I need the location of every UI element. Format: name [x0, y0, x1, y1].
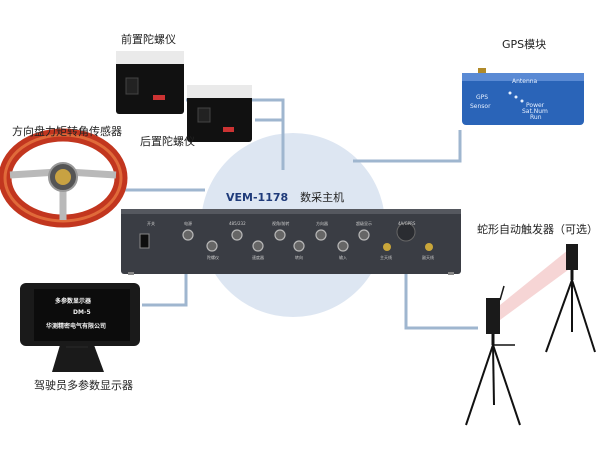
panel-label-485: 485/232: [229, 221, 246, 226]
panel-label-speed: 速度器: [252, 254, 264, 260]
gps-status-power: Power: [526, 102, 545, 109]
panel-label-angle: 视角/前转: [272, 220, 289, 226]
display-screen-line2: DM-5: [73, 309, 91, 316]
gps-text-line1: GPS: [476, 94, 488, 101]
trigger-beam: [500, 250, 568, 320]
panel-label-4a: 4A/GPRS: [398, 221, 416, 226]
gps-module-device: Antenna GPS Sensor Power Sat.Num Run: [462, 68, 584, 125]
panel-label-steer: 方向器: [316, 220, 328, 226]
panel-label-gyro: 陀螺仪: [207, 254, 219, 260]
label-front-gyro: 前置陀螺仪: [121, 33, 176, 46]
gps-text-line2: Sensor: [470, 103, 491, 110]
trigger-tripod-left: [465, 285, 521, 426]
line-gps: [353, 130, 462, 163]
panel-label-power: 电源: [184, 220, 192, 226]
trigger-tripod-right: [545, 244, 596, 353]
panel-label-main-antenna: 主天线: [380, 254, 392, 260]
label-gps-module: GPS模块: [502, 38, 547, 51]
label-steering-sensor: 方向盘力矩转角传感器: [12, 125, 122, 138]
main-unit-model: VEM-1178: [226, 191, 289, 204]
label-rear-gyro: 后置陀螺仪: [140, 135, 195, 148]
gps-antenna-label: Antenna: [512, 78, 538, 85]
driver-display-device: 多参数显示器 DM-5 华测精密电气有限公司: [20, 283, 140, 372]
rear-gyro-device: [187, 85, 252, 142]
label-trigger: 蛇形自动触发器（可选）: [477, 223, 598, 236]
line-display: [142, 272, 188, 307]
panel-label-input: 输入: [339, 254, 347, 260]
main-unit-device: 开关 电源 485/232 视角/前转 方向器 超级显示 4A/GPRS 陀螺仪…: [121, 209, 461, 275]
main-unit-name: 数采主机: [300, 191, 345, 204]
steering-wheel-device: [0, 128, 128, 228]
panel-label-display: 超级显示: [356, 220, 372, 226]
line-trigger: [404, 272, 478, 330]
display-screen-line1: 多参数显示器: [55, 297, 92, 305]
label-display: 驾驶员多参数显示器: [34, 379, 133, 392]
panel-label-switch: 开关: [147, 220, 155, 226]
gps-status-satnum: Sat.Num: [522, 108, 548, 115]
main-unit-title: VEM-1178 数采主机: [226, 189, 344, 205]
panel-label-turn: 转向: [295, 254, 303, 260]
panel-label-sub-antenna: 副天线: [422, 254, 434, 260]
front-gyro-device: [116, 51, 184, 114]
gps-status-run: Run: [530, 114, 542, 121]
display-screen-line3: 华测精密电气有限公司: [46, 322, 106, 330]
